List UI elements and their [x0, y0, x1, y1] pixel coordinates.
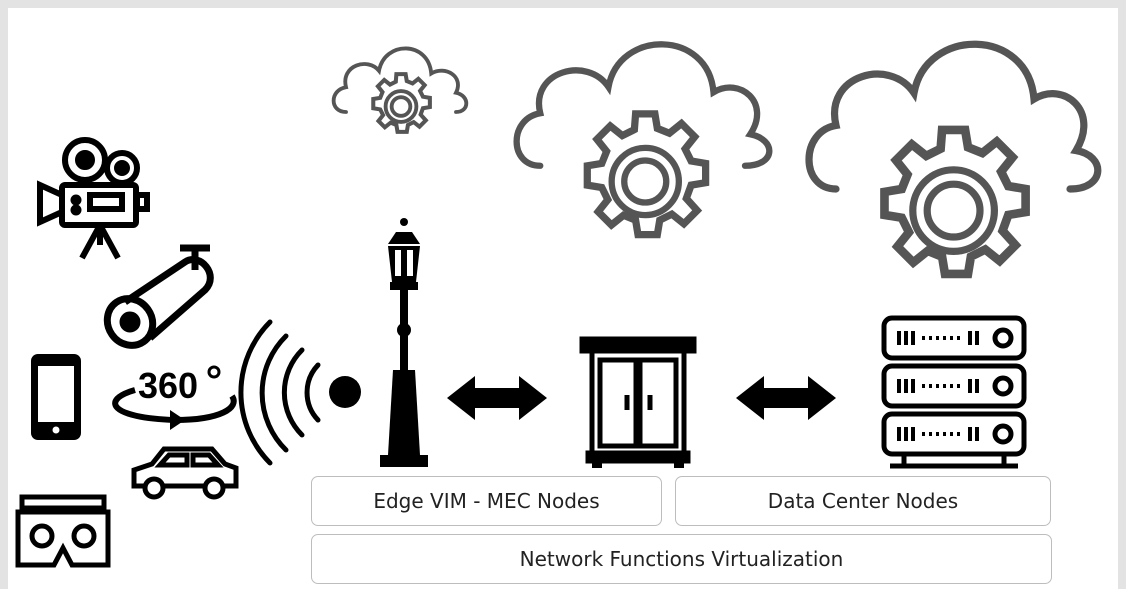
street-lamp-icon [380, 218, 428, 467]
data-center-nodes-label-box: Data Center Nodes [675, 476, 1051, 526]
double-arrow-icon [736, 376, 836, 420]
large-cloud-gear-icon [805, 40, 1102, 274]
data-center-nodes-label: Data Center Nodes [767, 489, 959, 513]
wireless-signal-icon [238, 319, 361, 466]
car-icon [131, 446, 239, 500]
smartphone-icon [31, 354, 81, 440]
cctv-camera-icon [103, 244, 214, 349]
edge-nodes-label-box: Edge VIM - MEC Nodes [311, 476, 662, 526]
360-label: 360 [138, 365, 198, 406]
nfv-label-box: Network Functions Virtualization [311, 534, 1052, 584]
360-video-icon: 360 [112, 365, 237, 430]
vr-headset-icon [15, 494, 111, 568]
medium-cloud-gear-icon [513, 41, 773, 234]
nfv-label: Network Functions Virtualization [519, 547, 844, 571]
small-cloud-gear-icon [331, 46, 469, 132]
edge-nodes-label: Edge VIM - MEC Nodes [373, 489, 600, 513]
double-arrow-icon [447, 376, 547, 420]
server-rack-icon [881, 315, 1027, 469]
edge-cabinet-icon [579, 336, 697, 468]
movie-camera-icon [37, 137, 150, 260]
